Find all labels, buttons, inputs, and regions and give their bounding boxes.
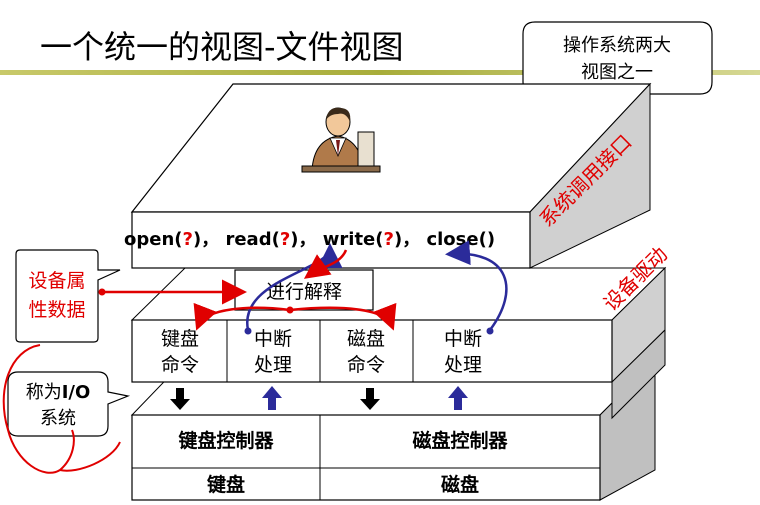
module-disk-command-line1: 磁盘 xyxy=(347,328,385,350)
handwritten-circle-annotation xyxy=(2,344,121,474)
slide-title: 一个统一的视图-文件视图 xyxy=(40,28,404,66)
module-keyboard-command-line1: 键盘 xyxy=(161,328,199,350)
callout-two-views-line2: 视图之一 xyxy=(581,62,653,83)
syscall-to-interpret-arrow xyxy=(303,249,348,279)
user-at-computer-icon xyxy=(301,107,381,173)
disk-controller-label: 磁盘控制器 xyxy=(412,429,508,452)
module-keyboard-interrupt: 中断 处理 xyxy=(254,328,292,376)
interpret-to-disk-arrow xyxy=(289,302,397,331)
syscall-list: open(?)， read(?)， write(?)， close() xyxy=(124,229,495,250)
interrupt-arrow-disk xyxy=(448,386,468,410)
module-keyboard-command-line2: 命令 xyxy=(161,354,199,376)
interpret-label: 进行解释 xyxy=(266,281,342,303)
command-arrow-keyboard xyxy=(170,388,190,410)
keyboard-device-label: 键盘 xyxy=(206,473,245,496)
module-keyboard-command: 键盘 命令 xyxy=(161,328,199,376)
module-disk-command-line2: 命令 xyxy=(347,354,385,376)
io-system-line1: 称为I/O xyxy=(26,382,91,403)
module-keyboard-interrupt-line2: 处理 xyxy=(254,354,292,376)
disk-device-label: 磁盘 xyxy=(441,473,479,496)
module-keyboard-interrupt-line1: 中断 xyxy=(254,328,292,350)
command-arrow-disk xyxy=(360,388,380,410)
io-system-callout: 称为I/O 系统 xyxy=(7,371,131,437)
module-disk-interrupt-line1: 中断 xyxy=(444,328,482,350)
interpret-box: 进行解释 xyxy=(234,269,374,311)
device-attr-line1: 设备属 xyxy=(28,270,85,292)
device-attr-line2: 性数据 xyxy=(28,299,85,321)
syscall-layer: open(?)， read(?)， write(?)， close() 系统调用… xyxy=(124,82,652,269)
interpret-to-keyboard-arrow xyxy=(193,302,291,331)
title-accent-bar xyxy=(0,70,760,75)
device-attr-callout: 设备属 性数据 xyxy=(15,249,121,343)
module-disk-interrupt: 中断 处理 xyxy=(444,328,482,376)
io-system-line2: 系统 xyxy=(40,408,76,429)
module-disk-command: 磁盘 命令 xyxy=(347,328,385,376)
interrupt-return-disk xyxy=(445,240,508,331)
callout-two-views-line1: 操作系统两大 xyxy=(563,35,671,56)
hardware-layer: 键盘控制器 磁盘控制器 键盘 磁盘 xyxy=(130,358,657,501)
interrupt-arrow-keyboard xyxy=(262,386,282,410)
keyboard-controller-label: 键盘控制器 xyxy=(177,429,274,452)
module-disk-interrupt-line2: 处理 xyxy=(444,354,482,376)
